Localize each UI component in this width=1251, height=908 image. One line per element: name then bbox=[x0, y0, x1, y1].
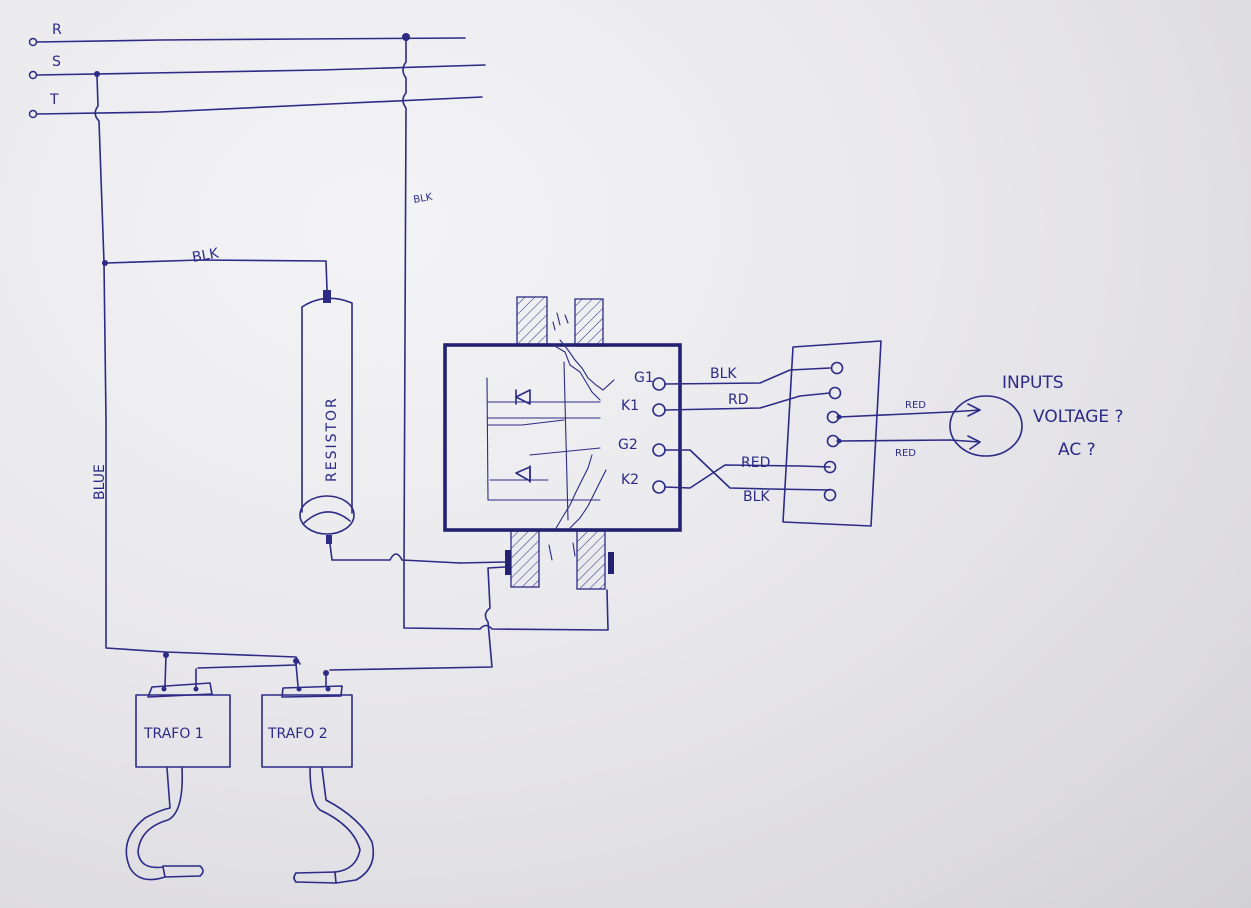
blk-wire-right: BLK bbox=[402, 33, 609, 631]
bus-line-r bbox=[36, 37, 466, 43]
transformers: TRAFO 1 TRAFO 2 bbox=[125, 652, 375, 884]
resistor: RESISTOR bbox=[299, 290, 461, 564]
label-blk-g1: BLK bbox=[710, 366, 737, 382]
trafo-2-label: TRAFO 2 bbox=[267, 726, 328, 742]
label-blk-right: BLK bbox=[413, 192, 434, 206]
module-body bbox=[443, 343, 682, 532]
label-blue-left: BLUE bbox=[92, 464, 108, 500]
blk-wire-resistor-feed: BLK bbox=[105, 245, 328, 291]
label-g1: G1 bbox=[634, 370, 654, 386]
label-phase-r: R bbox=[52, 22, 62, 38]
bus-line-s bbox=[36, 64, 486, 76]
terminal-k1 bbox=[652, 403, 666, 417]
module-mount-bottom-right bbox=[576, 530, 606, 590]
label-blk-resistor-feed: BLK bbox=[191, 245, 221, 266]
terminal-strip bbox=[782, 340, 882, 527]
terminal-g2 bbox=[652, 443, 666, 457]
terminal-r bbox=[28, 37, 38, 47]
label-k2: K2 bbox=[621, 472, 639, 488]
label-g2: G2 bbox=[618, 437, 638, 453]
terminal-g1 bbox=[652, 377, 666, 391]
label-k1: K1 bbox=[621, 398, 639, 414]
terminal-k2 bbox=[652, 480, 666, 494]
terminal-s bbox=[28, 70, 38, 80]
trafo-1-label: TRAFO 1 bbox=[143, 726, 204, 742]
note-inputs: INPUTS bbox=[1002, 373, 1064, 393]
trafo-2 bbox=[261, 694, 353, 768]
module-mount-top-right bbox=[574, 298, 604, 347]
label-blk-k2: BLK bbox=[743, 489, 770, 505]
blue-wire-left: BLUE bbox=[92, 71, 301, 665]
label-phase-t: T bbox=[49, 92, 59, 108]
resistor-label: RESISTOR bbox=[324, 396, 340, 482]
inputs-connection: RED RED INPUTS VOLTAGE ? AC ? bbox=[838, 373, 1124, 460]
terminal-t bbox=[28, 109, 38, 119]
module-mount-bottom-left bbox=[510, 530, 540, 588]
note-voltage: VOLTAGE ? bbox=[1033, 407, 1124, 427]
gate-wiring: BLK RD RED BLK bbox=[664, 366, 831, 505]
module-mount-top-left bbox=[516, 296, 548, 346]
label-red-input-1: RED bbox=[905, 400, 926, 411]
label-phase-s: S bbox=[52, 54, 61, 70]
trafo-1-cable bbox=[125, 767, 184, 881]
bus-line-t bbox=[36, 96, 483, 115]
trafo-1 bbox=[135, 694, 231, 768]
thyristor-module: G1 K1 G2 K2 bbox=[329, 296, 682, 671]
label-red-input-2: RED bbox=[895, 448, 916, 459]
trafo-2-cable bbox=[309, 767, 375, 884]
note-ac: AC ? bbox=[1058, 440, 1096, 460]
label-red-g2: RED bbox=[741, 455, 770, 471]
label-rd-k1: RD bbox=[728, 392, 749, 408]
